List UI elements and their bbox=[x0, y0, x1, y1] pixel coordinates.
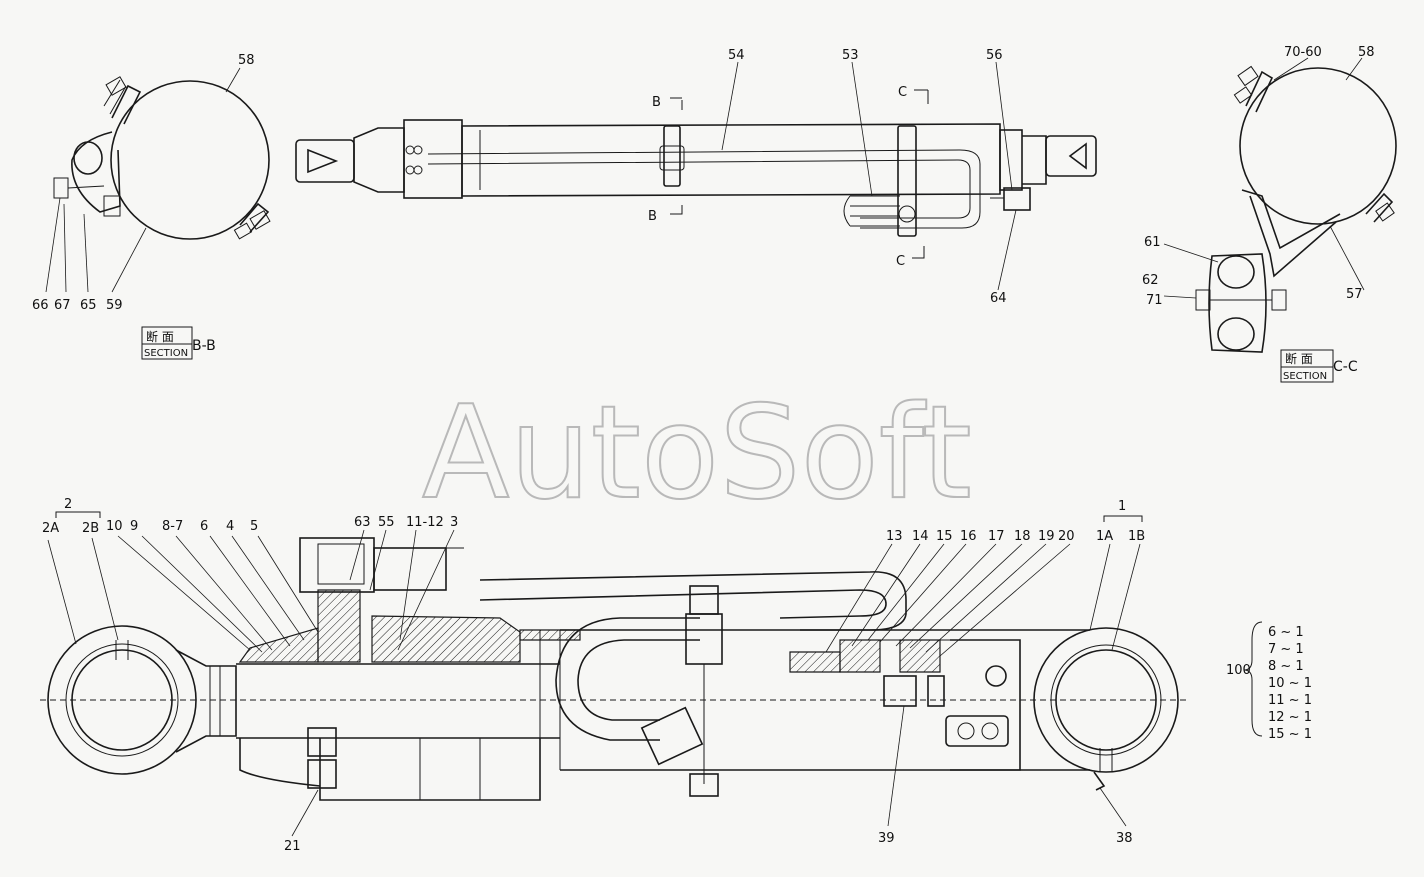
label-58-cc: 58 bbox=[1358, 45, 1375, 60]
label-54: 54 bbox=[728, 48, 745, 63]
label-6: 6 bbox=[200, 519, 208, 534]
kit-id: 100 bbox=[1226, 663, 1251, 678]
section-cc-en: SECTION bbox=[1283, 371, 1327, 382]
kit-item: 6 ~ 1 bbox=[1268, 625, 1304, 640]
label-10: 10 bbox=[106, 519, 123, 534]
label-1A: 1A bbox=[1096, 529, 1113, 544]
cut-c-top: C bbox=[898, 85, 907, 100]
kit-item: 11 ~ 1 bbox=[1268, 693, 1312, 708]
label-2A: 2A bbox=[42, 521, 59, 536]
label-3: 3 bbox=[450, 515, 458, 530]
label-4: 4 bbox=[226, 519, 234, 534]
section-bb-id: B-B bbox=[192, 338, 216, 354]
label-39: 39 bbox=[878, 831, 895, 846]
label-19: 19 bbox=[1038, 529, 1055, 544]
label-2B: 2B bbox=[82, 521, 99, 536]
label-58: 58 bbox=[238, 53, 255, 68]
label-38: 38 bbox=[1116, 831, 1133, 846]
label-70-60: 70-60 bbox=[1284, 45, 1322, 60]
label-15: 15 bbox=[936, 529, 953, 544]
kit-item: 8 ~ 1 bbox=[1268, 659, 1304, 674]
label-2: 2 bbox=[64, 497, 72, 512]
kit-item: 15 ~ 1 bbox=[1268, 727, 1312, 742]
section-cc-tag bbox=[1280, 349, 1334, 383]
label-65: 65 bbox=[80, 298, 97, 313]
label-62: 62 bbox=[1142, 273, 1159, 288]
kit-item: 12 ~ 1 bbox=[1268, 710, 1312, 725]
label-61: 61 bbox=[1144, 235, 1161, 250]
label-71: 71 bbox=[1146, 293, 1163, 308]
label-17: 17 bbox=[988, 529, 1005, 544]
cut-c-bottom: C bbox=[896, 254, 905, 269]
label-9: 9 bbox=[130, 519, 138, 534]
section-bb-jp: 断 面 bbox=[146, 329, 174, 344]
label-21: 21 bbox=[284, 839, 301, 854]
label-14: 14 bbox=[912, 529, 929, 544]
main-cylinder-view bbox=[40, 511, 1263, 837]
label-13: 13 bbox=[886, 529, 903, 544]
label-55: 55 bbox=[378, 515, 395, 530]
label-63: 63 bbox=[354, 515, 371, 530]
section-bb-view bbox=[45, 67, 271, 293]
label-18: 18 bbox=[1014, 529, 1031, 544]
cut-b-bottom: B bbox=[648, 209, 657, 224]
kit-item: 10 ~ 1 bbox=[1268, 676, 1312, 691]
label-59: 59 bbox=[106, 298, 123, 313]
label-20: 20 bbox=[1058, 529, 1075, 544]
kit-item: 7 ~ 1 bbox=[1268, 642, 1304, 657]
label-16: 16 bbox=[960, 529, 977, 544]
label-8-7: 8-7 bbox=[162, 519, 183, 534]
top-cylinder-view bbox=[295, 61, 1097, 291]
cut-b-top: B bbox=[652, 95, 661, 110]
label-66: 66 bbox=[32, 298, 49, 313]
label-57: 57 bbox=[1346, 287, 1363, 302]
label-1B: 1B bbox=[1128, 529, 1145, 544]
section-bb-en: SECTION bbox=[144, 348, 188, 359]
section-bb-tag bbox=[141, 326, 193, 360]
watermark: AutoSoft bbox=[422, 379, 972, 528]
label-56: 56 bbox=[986, 48, 1003, 63]
label-1: 1 bbox=[1118, 499, 1126, 514]
label-67: 67 bbox=[54, 298, 71, 313]
label-53: 53 bbox=[842, 48, 859, 63]
label-5: 5 bbox=[250, 519, 258, 534]
label-64: 64 bbox=[990, 291, 1007, 306]
label-11-12: 11-12 bbox=[406, 515, 444, 530]
section-cc-jp: 断 面 bbox=[1285, 351, 1313, 366]
section-cc-id: C-C bbox=[1333, 359, 1358, 375]
section-cc-view bbox=[1163, 57, 1397, 353]
